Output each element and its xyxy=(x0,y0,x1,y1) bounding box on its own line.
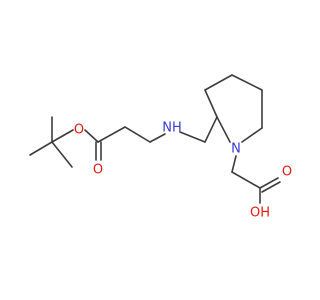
ring-nitrogen-label: N xyxy=(231,142,241,157)
bond xyxy=(179,131,206,143)
acid-carbonyl-oxygen-label: O xyxy=(282,165,292,180)
ester-oxygen-label: O xyxy=(74,123,84,138)
bond xyxy=(261,181,281,193)
ester-group xyxy=(84,126,126,161)
atom-labels: O O NH N O OH xyxy=(74,121,292,221)
bond xyxy=(29,141,53,156)
molecule-structure: O O NH N O OH xyxy=(29,74,292,221)
bond xyxy=(97,126,126,143)
bond xyxy=(204,116,218,143)
amine-nh-label: NH xyxy=(162,121,182,136)
bond xyxy=(204,74,233,91)
ethyl-linker xyxy=(124,126,206,143)
acetic-acid-group xyxy=(231,155,281,204)
bond xyxy=(204,89,218,118)
bond xyxy=(124,126,151,143)
piperidine-ring xyxy=(204,74,263,143)
ester-carbonyl-oxygen-label: O xyxy=(93,163,103,178)
bond xyxy=(84,129,99,143)
bond xyxy=(241,127,263,143)
bond xyxy=(231,171,261,189)
bond xyxy=(51,129,74,143)
bond xyxy=(231,74,263,91)
acid-hydroxyl-label: OH xyxy=(250,206,270,221)
bond xyxy=(51,141,73,168)
bond xyxy=(149,133,166,143)
bond xyxy=(259,177,279,189)
tert-butyl-group xyxy=(29,116,74,168)
bond xyxy=(231,155,237,173)
bond xyxy=(216,116,231,143)
